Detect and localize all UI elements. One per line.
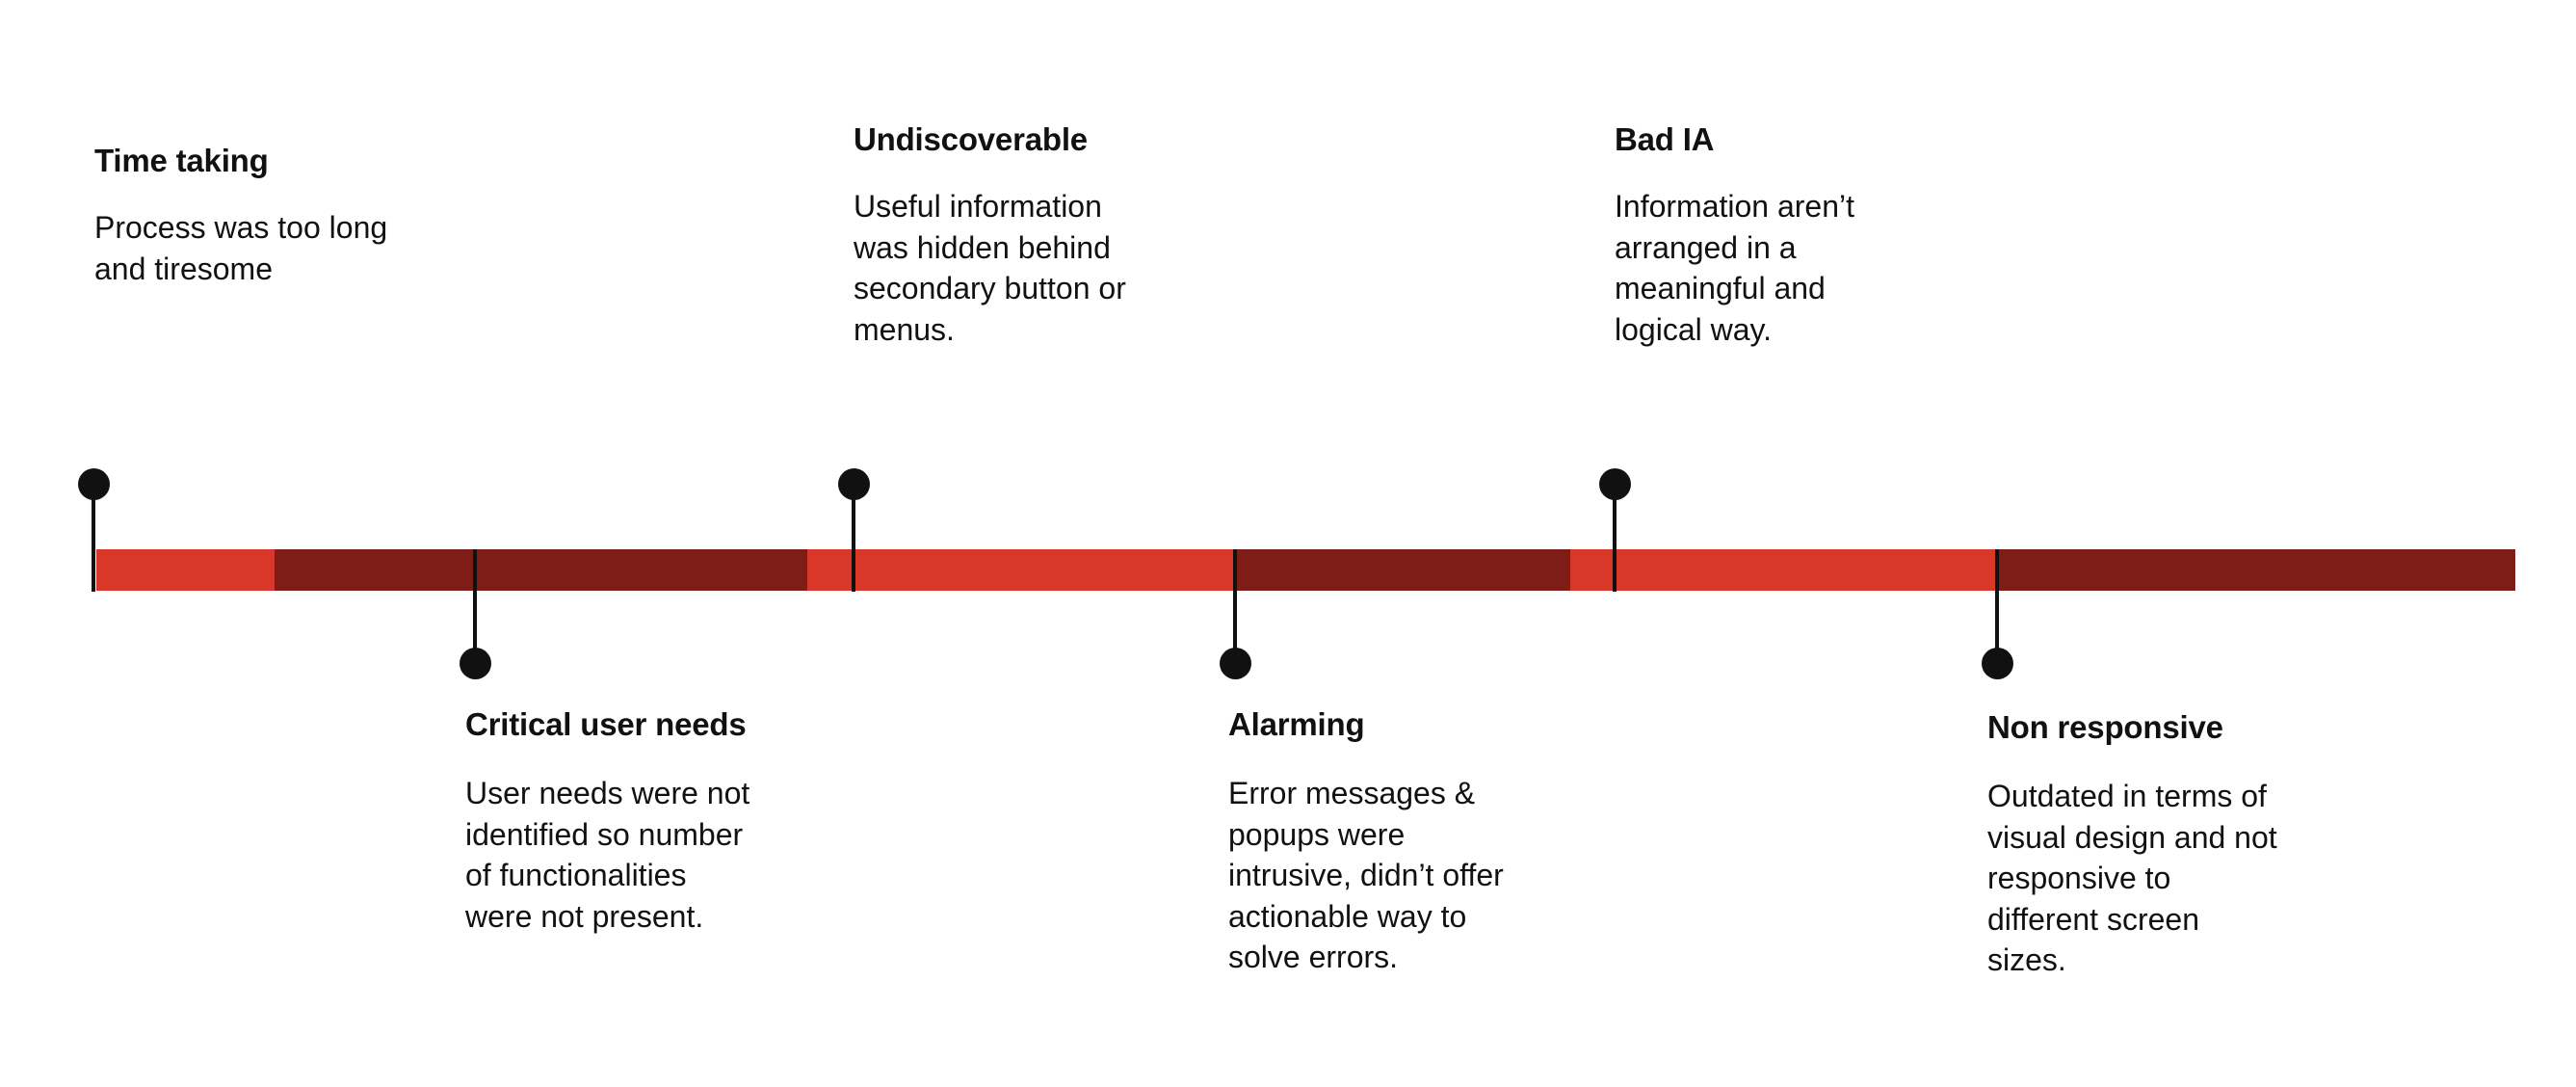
timeline-bar-segment: [96, 549, 275, 591]
marker-dot-icon: [1220, 648, 1251, 679]
timeline-item-body: Process was too long and tiresome: [94, 210, 388, 286]
timeline-item-body: Useful information was hidden behind sec…: [854, 189, 1126, 347]
timeline-item-title: Undiscoverable: [854, 121, 1088, 157]
timeline-bar-segment: [807, 549, 1236, 591]
marker-stem-icon: [92, 484, 95, 592]
timeline-item-body: User needs were not identified so number…: [465, 776, 750, 934]
timeline-bar-segment: [1999, 549, 2515, 591]
marker-stem-icon: [1233, 549, 1237, 665]
timeline-bar: [96, 549, 2515, 591]
timeline-item-body: Outdated in terms of visual design and n…: [1987, 779, 2277, 978]
marker-dot-icon: [1599, 468, 1631, 500]
marker-dot-icon: [460, 648, 491, 679]
timeline-bar-segment: [275, 549, 807, 591]
timeline-item-title: Alarming: [1228, 706, 1365, 742]
timeline-bar-segment: [1236, 549, 1570, 591]
marker-stem-icon: [1613, 484, 1617, 592]
marker-dot-icon: [78, 468, 110, 500]
marker-dot-icon: [838, 468, 870, 500]
marker-dot-icon: [1982, 648, 2013, 679]
timeline-item-body: Information aren’t arranged in a meaning…: [1615, 189, 1855, 347]
marker-stem-icon: [1995, 549, 1999, 665]
timeline-item-body: Error messages & popups were intrusive, …: [1228, 776, 1504, 975]
timeline-item-title: Time taking: [94, 143, 269, 178]
timeline-bar-segment: [1570, 549, 1999, 591]
marker-stem-icon: [473, 549, 477, 665]
timeline-item-title: Critical user needs: [465, 706, 747, 742]
timeline-item-bad-ia: Bad IA Information aren’t arranged in a m…: [1615, 120, 2038, 350]
marker-stem-icon: [852, 484, 855, 592]
timeline-item-title: Non responsive: [1987, 709, 2223, 745]
timeline-item-title: Bad IA: [1615, 121, 1715, 157]
